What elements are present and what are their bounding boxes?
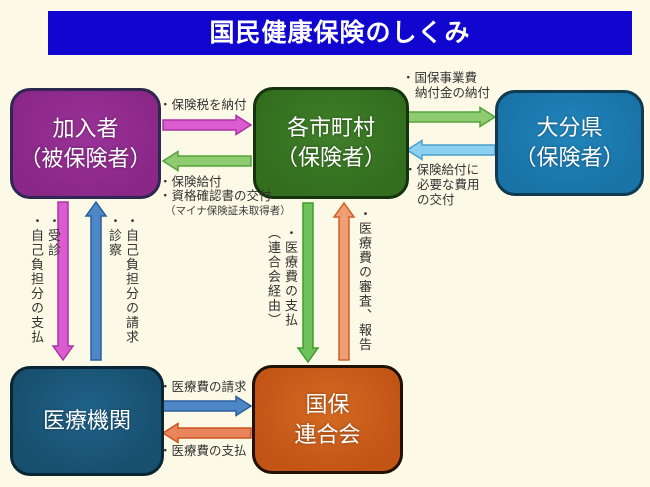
label-review-report-group: ・医療費の審査、報告 bbox=[355, 207, 373, 357]
label-fee-payment-via-group: ・医療費の支払 （連合会経由） bbox=[264, 226, 299, 356]
label-benefit-cost-line2: 必要な費用 bbox=[417, 178, 480, 192]
label-review-and-report: ・医療費の審査、報告 bbox=[357, 207, 372, 352]
label-certificate-issue: ・資格確認書の交付 bbox=[159, 189, 272, 203]
box-oita-line2: （保険者） bbox=[514, 145, 625, 170]
arrow-medical-fee-payment-down bbox=[296, 202, 320, 364]
box-kokuho-federation: 国保 連合会 bbox=[252, 365, 403, 474]
label-medical-fee-claim: ・医療費の請求 bbox=[159, 380, 247, 394]
label-self-pay-claim: ・自己負担分の請求 bbox=[124, 214, 139, 345]
box-federation-line1: 国保 bbox=[305, 391, 350, 417]
label-premium-payment: ・保険税を納付 bbox=[159, 98, 247, 112]
arrow-benefit-cost-left bbox=[405, 139, 496, 161]
label-business-fee-line1: ・国保事業費 bbox=[402, 71, 478, 85]
label-via-federation: （連合会経由） bbox=[266, 226, 281, 328]
box-medical-institution: 医療機関 bbox=[10, 366, 164, 476]
label-visit: ・受診 bbox=[46, 214, 61, 258]
box-insured: 加入者 （被保険者） bbox=[10, 88, 161, 199]
label-self-pay-payment: ・自己負担分の支払 bbox=[29, 214, 44, 345]
label-business-fee-line2: 納付金の納付 bbox=[415, 86, 491, 100]
label-insurance-benefit: ・保険給付 bbox=[159, 175, 222, 189]
arrow-examination-up bbox=[84, 200, 108, 361]
box-municipality: 各市町村 （保険者） bbox=[253, 87, 409, 199]
arrow-medical-fee-claim-right bbox=[162, 395, 253, 417]
label-examination: ・診察 bbox=[107, 214, 122, 258]
label-benefit-cost: ・保険給付に 必要な費用 の交付 bbox=[404, 163, 480, 208]
label-medical-fee-payment: ・医療費の支払 bbox=[159, 444, 247, 458]
box-federation-line2: 連合会 bbox=[294, 421, 361, 447]
box-municipality-line2: （保険者） bbox=[275, 145, 386, 170]
box-municipality-line1: 各市町村 bbox=[286, 115, 375, 140]
box-medical-line1: 医療機関 bbox=[42, 408, 131, 433]
box-insured-line2: （被保険者） bbox=[19, 145, 152, 171]
label-medical-fee-payment-via: ・医療費の支払 bbox=[283, 226, 298, 328]
arrow-medical-fee-payment-left bbox=[161, 422, 252, 444]
arrow-review-report-up bbox=[332, 201, 356, 361]
label-business-fee: ・国保事業費 納付金の納付 bbox=[402, 71, 490, 101]
page-title: 国民健康保険のしくみ bbox=[48, 11, 632, 55]
label-certificate-note: （マイナ保険証未取得者） bbox=[165, 205, 291, 217]
box-insured-line1: 加入者 bbox=[52, 115, 119, 141]
label-benefit-cost-line1: ・保険給付に bbox=[404, 163, 480, 177]
label-visit-selfpay-group: ・受診 ・自己負担分の支払 bbox=[27, 214, 62, 354]
label-benefit-cost-line3: の交付 bbox=[417, 193, 455, 207]
arrow-business-fee-right bbox=[406, 106, 497, 128]
arrow-insurance-benefit-left bbox=[161, 150, 252, 172]
arrow-premium-payment-right bbox=[162, 114, 253, 136]
box-oita-prefecture: 大分県 （保険者） bbox=[495, 90, 644, 196]
label-exam-claim-group: ・自己負担分の請求 ・診察 bbox=[105, 214, 140, 354]
box-oita-line1: 大分県 bbox=[536, 115, 603, 140]
